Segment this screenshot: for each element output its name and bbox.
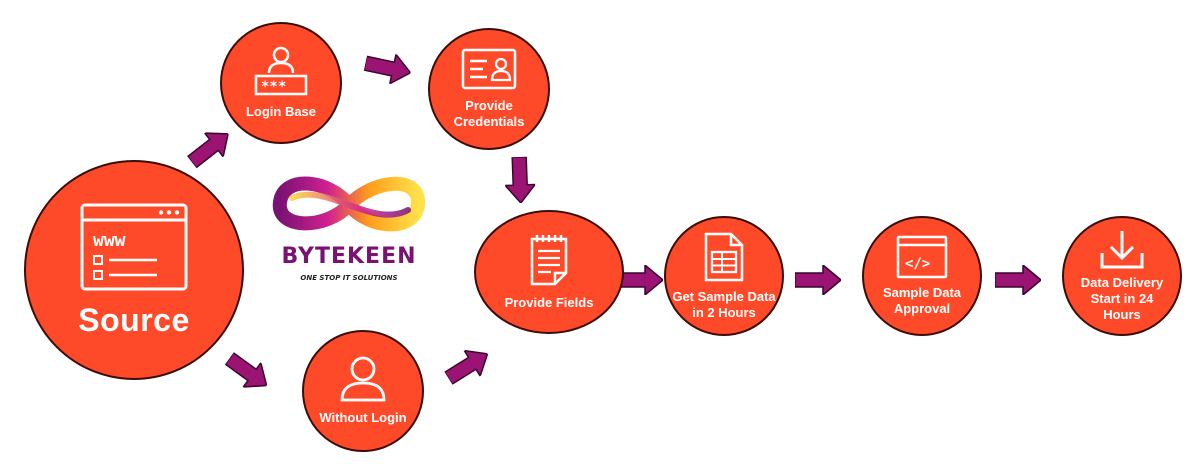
node-label: Provide Credentials: [453, 98, 525, 129]
node-label: Sample Data Approval: [882, 285, 962, 316]
svg-text:</>: </>: [905, 256, 930, 272]
node-sample-data-approval: </> Sample Data Approval: [862, 216, 982, 336]
bytekeen-logo: BYTEKEEN ONE STOP IT SOLUTIONS: [270, 168, 428, 290]
user-icon: [340, 356, 386, 402]
arrow-login-base-to-credentials: [363, 52, 412, 86]
brand-tagline: ONE STOP IT SOLUTIONS: [300, 274, 398, 282]
node-source: www Source: [24, 160, 244, 380]
node-get-sample-data: Get Sample Data in 2 Hours: [664, 216, 784, 336]
arrow-credentials-to-fields: [504, 156, 536, 204]
node-without-login: Without Login: [302, 330, 424, 452]
document-icon: [530, 235, 568, 286]
node-provide-fields: Provide Fields: [474, 210, 624, 334]
user-password-icon: ***_: [254, 46, 308, 96]
svg-text:***_: ***_: [261, 79, 295, 95]
node-label: Get Sample Data in 2 Hours: [672, 289, 776, 320]
arrow-source-to-login-base: [186, 132, 230, 169]
node-label: Provide Fields: [504, 295, 594, 310]
node-label: Data Delivery Start in 24 Hours: [1080, 275, 1164, 322]
brand-name: BYTEKEEN: [281, 244, 417, 269]
arrow-sample-data-to-approval: [795, 265, 841, 295]
arrow-source-to-without-login: [224, 351, 268, 388]
node-label: Without Login: [319, 410, 407, 425]
arrow-approval-to-delivery: [995, 265, 1041, 295]
spreadsheet-icon: [704, 232, 744, 282]
node-label: Source: [78, 302, 190, 338]
node-provide-credentials: Provide Credentials: [428, 28, 550, 150]
node-label: Login Base: [245, 104, 317, 119]
arrow-without-login-to-fields: [443, 349, 489, 386]
svg-text:www: www: [93, 230, 126, 251]
code-window-icon: </>: [896, 235, 948, 279]
node-login-base: ***_ Login Base: [220, 22, 342, 144]
id-card-icon: [461, 48, 517, 90]
download-icon: [1100, 231, 1144, 269]
node-data-delivery: Data Delivery Start in 24 Hours: [1062, 216, 1182, 336]
infinity-logo-icon: [272, 176, 425, 232]
browser-window-icon: www: [80, 203, 188, 291]
